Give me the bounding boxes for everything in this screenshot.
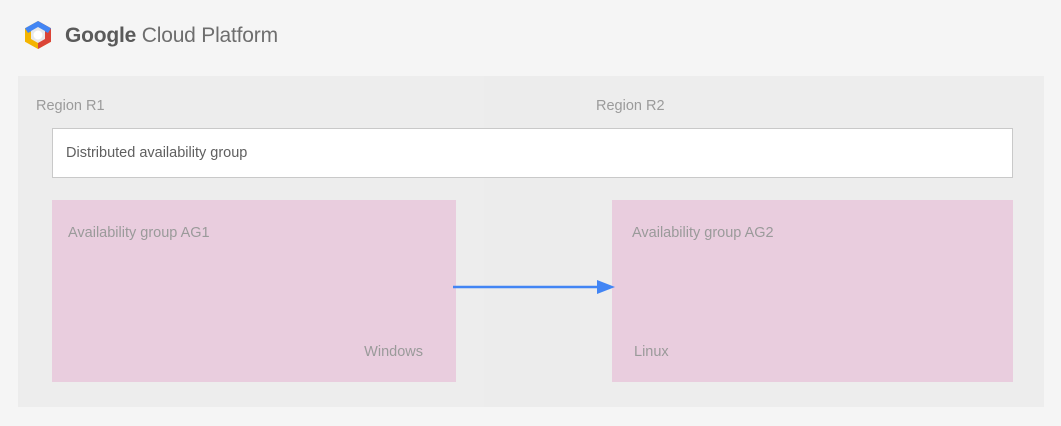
region-label-r2: Region R2 (596, 98, 665, 114)
google-cloud-platform-logo-icon (25, 21, 51, 49)
availability-group-ag2-box: Availability group AG2 Linux (612, 200, 1013, 382)
brand-header: Google Cloud Platform (22, 18, 422, 52)
brand-name-cloud-platform: Cloud Platform (141, 23, 278, 47)
replication-arrow-icon (453, 280, 615, 294)
availability-group-ag2-title: Availability group AG2 (632, 225, 774, 241)
architecture-diagram: Region R1 Region R2 Distributed availabi… (18, 76, 1044, 407)
availability-group-ag1-title: Availability group AG1 (68, 225, 210, 241)
brand-wordmark: Google Cloud Platform (65, 25, 278, 46)
distributed-availability-group-label: Distributed availability group (66, 145, 248, 161)
availability-group-ag1-os-label: Windows (364, 344, 423, 360)
availability-group-ag2-os-label: Linux (634, 344, 669, 360)
distributed-availability-group-box: Distributed availability group (52, 128, 1013, 178)
availability-group-ag1-box: Availability group AG1 Windows (52, 200, 456, 382)
region-label-r1: Region R1 (36, 98, 105, 114)
brand-name-google: Google (65, 23, 137, 47)
